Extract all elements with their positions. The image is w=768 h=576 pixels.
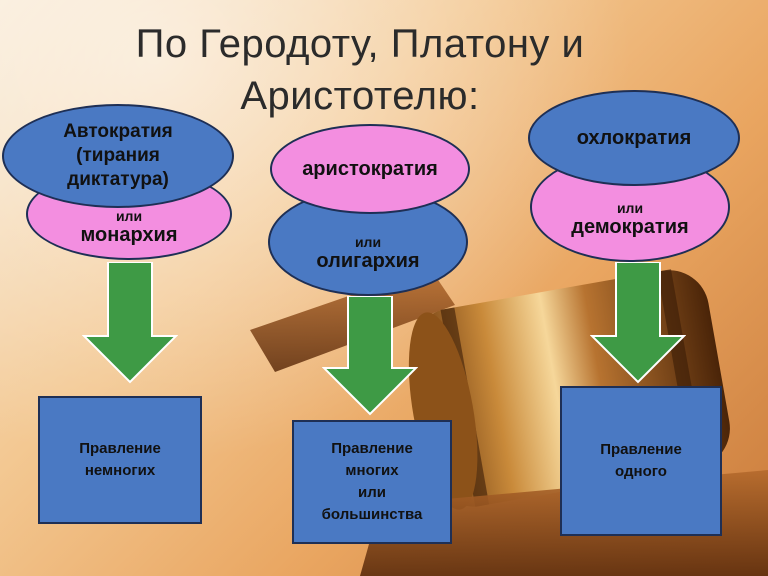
- autocracy-line-3: диктатура): [67, 169, 169, 190]
- box-line-1: Правление: [79, 440, 161, 457]
- or-label: или: [115, 207, 143, 224]
- box-line-3: или: [358, 484, 386, 501]
- autocracy-line-2: (тирания: [76, 145, 160, 166]
- or-label: или: [354, 233, 382, 250]
- box-line-2: одного: [615, 463, 667, 480]
- down-arrow-icon: [82, 262, 178, 384]
- down-arrow-icon: [322, 296, 418, 416]
- oligarchy-label: олигархия: [316, 249, 420, 272]
- box-line-2: немногих: [84, 462, 156, 479]
- down-arrow-icon: [590, 262, 686, 384]
- autocracy-line-1: Автократия: [63, 121, 173, 142]
- box-line-2: многих: [345, 462, 399, 479]
- title-line-2: Аристотелю:: [240, 74, 480, 118]
- rule-of-one-box: Правление одного: [560, 386, 722, 536]
- autocracy-oval: Автократия (тирания диктатура): [2, 104, 234, 208]
- box-line-1: Правление: [331, 440, 413, 457]
- or-label: или: [616, 199, 644, 216]
- democracy-label: демократия: [571, 215, 689, 238]
- page-title: По Геродоту, Платону и Аристотелю:: [60, 18, 660, 122]
- box-line-1: Правление: [600, 441, 682, 458]
- title-line-1: По Геродоту, Платону и: [135, 22, 585, 66]
- aristocracy-oval: аристократия: [270, 124, 470, 214]
- rule-of-few-box: Правление немногих: [38, 396, 202, 524]
- rule-of-many-box: Правление многих или большинства: [292, 420, 452, 544]
- monarchy-label: монархия: [80, 223, 178, 246]
- ochlocracy-label: охлократия: [576, 126, 692, 149]
- ochlocracy-oval: охлократия: [528, 90, 740, 186]
- aristocracy-label: аристократия: [302, 157, 438, 180]
- box-line-4: большинства: [321, 506, 423, 523]
